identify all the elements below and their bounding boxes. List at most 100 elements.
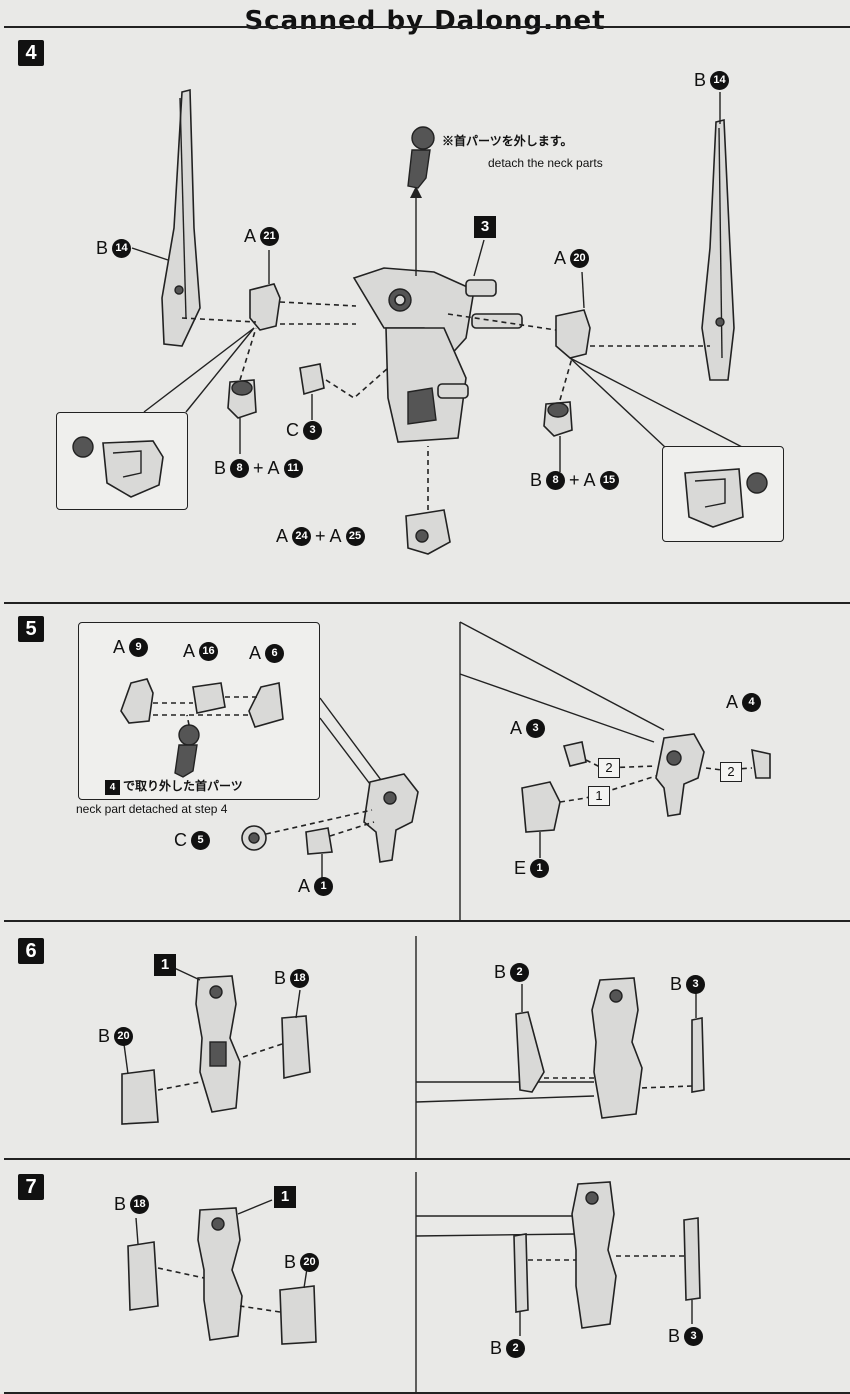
label-letter: B (98, 1026, 111, 1046)
part-a9 (120, 678, 154, 724)
part-b20 (279, 1285, 317, 1345)
part-b3 (691, 1017, 705, 1093)
part-number: 20 (300, 1253, 320, 1272)
order-marker-2-right: 2 (720, 762, 742, 782)
part-number: 14 (112, 239, 132, 258)
label-b20: B 20 (284, 1252, 320, 1273)
leg-assembly-right (571, 1181, 617, 1329)
step-7-badge: 7 (18, 1174, 44, 1200)
part-a16 (192, 682, 226, 714)
label-e1: E 1 (514, 858, 550, 879)
step-7-illustration (127, 1172, 701, 1392)
label-letter: A (113, 637, 126, 657)
label-letter: A (726, 692, 739, 712)
part-a4 (751, 748, 771, 779)
part-number: 21 (260, 227, 280, 246)
neck-inset-drawing (120, 678, 284, 778)
en-note-detach-neck: detach the neck parts (488, 156, 603, 170)
label-letter: A (510, 718, 523, 738)
label-letter: B (284, 1252, 297, 1272)
label-letter: A (267, 458, 280, 478)
order-marker-2-left: 2 (598, 758, 620, 778)
rail-b14-left (161, 88, 201, 347)
assembly-badge-3: 3 (474, 216, 496, 238)
step-4-detail-inset-right (662, 446, 784, 542)
part-number: 20 (570, 249, 590, 268)
label-b18: B 18 (274, 968, 310, 989)
label-a1: A 1 (298, 876, 334, 897)
step-6-illustration (121, 936, 705, 1158)
step-4-illustration (131, 88, 745, 555)
label-b8-a15: B 8 + A 15 (530, 470, 619, 491)
part-number: 20 (114, 1027, 134, 1046)
order-marker-1: 1 (588, 786, 610, 806)
plus-sign: + (569, 470, 580, 490)
label-a4: A 4 (726, 692, 762, 713)
assembly-badge-1: 1 (154, 954, 176, 976)
label-b2: B 2 (494, 962, 530, 983)
part-b3 (683, 1217, 701, 1301)
scanned-by-watermark: Scanned by Dalong.net (244, 6, 606, 36)
head-sub-assembly (655, 733, 705, 817)
label-b20: B 20 (98, 1026, 134, 1047)
label-letter: A (244, 226, 257, 246)
part-number: 3 (303, 421, 322, 440)
part-a1 (305, 827, 333, 855)
label-letter: A (276, 526, 289, 546)
part-number: 1 (314, 877, 334, 896)
label-letter: B (490, 1338, 503, 1358)
rail-b14-right (701, 118, 735, 381)
label-letter: E (514, 858, 527, 878)
part-number: 2 (510, 963, 530, 982)
leg-assembly-right (591, 977, 643, 1119)
part-number: 9 (129, 638, 149, 657)
label-b3: B 3 (668, 1326, 704, 1347)
label-letter: B (530, 470, 543, 490)
part-number: 6 (265, 644, 285, 663)
label-a21: A 21 (244, 226, 280, 247)
label-letter: A (298, 876, 311, 896)
part-b2 (515, 1011, 545, 1093)
part-a24-a25 (405, 509, 451, 555)
label-letter: A (249, 643, 262, 663)
part-number: 2 (506, 1339, 526, 1358)
part-a20 (555, 309, 591, 359)
en-note-detached-neck: neck part detached at step 4 (76, 802, 228, 816)
label-letter: A (554, 248, 567, 268)
label-a6: A 6 (249, 643, 285, 664)
label-letter: B (668, 1326, 681, 1346)
head-assembly (363, 773, 419, 863)
step-5-badge: 5 (18, 616, 44, 642)
label-c3: C 3 (286, 420, 322, 441)
detail-left-drawing (72, 436, 164, 498)
label-letter: B (214, 458, 227, 478)
step-6-panel: 6 1 B 18 B 20 B 2 (4, 922, 850, 1160)
label-b14-left: B 14 (96, 238, 132, 259)
label-letter: A (583, 470, 596, 490)
step-ref-badge: 4 (105, 780, 120, 795)
label-letter: A (329, 526, 342, 546)
label-letter: B (114, 1194, 127, 1214)
part-number: 18 (130, 1195, 150, 1214)
label-a20: A 20 (554, 248, 590, 269)
part-number: 3 (526, 719, 546, 738)
label-b3: B 3 (670, 974, 706, 995)
label-b14-right: B 14 (694, 70, 730, 91)
part-a3 (562, 741, 587, 767)
part-b20 (121, 1069, 159, 1125)
step-4-badge: 4 (18, 40, 44, 66)
plus-sign: + (253, 458, 264, 478)
label-letter: B (694, 70, 707, 90)
step-5-illustration (241, 621, 771, 920)
part-number: 25 (345, 527, 365, 546)
label-letter: B (274, 968, 287, 988)
label-b8-a11: B 8 + A 11 (214, 458, 303, 479)
part-a21 (249, 283, 281, 331)
step-7-panel: 7 1 B 18 B 20 B 2 B (4, 1160, 850, 1394)
neck-part-detached (174, 744, 198, 778)
jp-note-text: で取り外した首パーツ (123, 779, 243, 793)
part-number: 1 (530, 859, 550, 878)
label-a9: A 9 (113, 637, 149, 658)
